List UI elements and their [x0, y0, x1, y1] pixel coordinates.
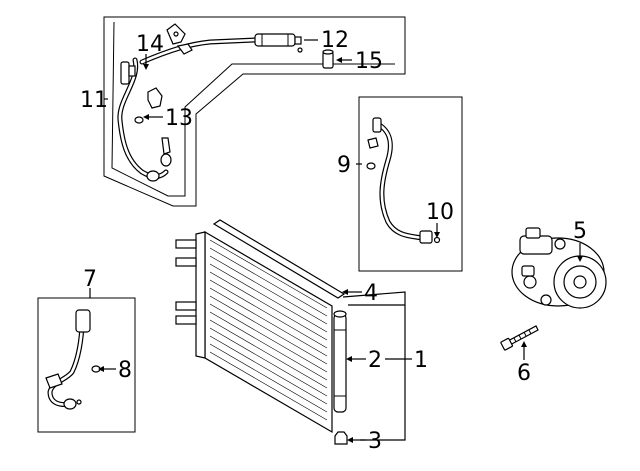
- discharge-hose-9[interactable]: [375, 121, 425, 241]
- callout-15[interactable]: 15: [355, 49, 383, 74]
- callout-13[interactable]: 13: [165, 106, 193, 131]
- discharge-group-frame: [358, 96, 463, 272]
- suction-line-muffler: [254, 33, 296, 47]
- callout-14[interactable]: 14: [136, 32, 164, 57]
- callout-11[interactable]: 11: [80, 88, 108, 113]
- seal-strip-4[interactable]: [212, 219, 346, 299]
- callout-labels: 1 2 3 4 5 6 7 8 9 10 11 12 13 14 15: [80, 28, 587, 454]
- hose-fitting-upper: [120, 61, 130, 85]
- callout-4[interactable]: 4: [364, 281, 378, 306]
- callout-1[interactable]: 1: [414, 348, 428, 373]
- liquid-line-group: [37, 297, 136, 433]
- drier-plug-3[interactable]: [334, 431, 348, 445]
- suction-group-frame-inner: [111, 21, 395, 197]
- o-ring-13[interactable]: [134, 116, 144, 124]
- condenser-group: [175, 219, 348, 445]
- suction-group-frame: [103, 16, 406, 207]
- mount-bracket: [175, 239, 197, 249]
- bolt-6[interactable]: [500, 325, 539, 351]
- callout-6[interactable]: 6: [517, 361, 531, 386]
- liquid-line-frame: [37, 297, 136, 433]
- callout-9[interactable]: 9: [337, 153, 351, 178]
- callout-10[interactable]: 10: [426, 200, 454, 225]
- discharge-hose-group: [358, 96, 463, 272]
- fitting-clamp: [147, 87, 163, 109]
- suction-hose-group: [103, 16, 406, 207]
- callout-5[interactable]: 5: [573, 219, 587, 244]
- receiver-drier-2[interactable]: [333, 313, 347, 413]
- callout-8[interactable]: 8: [118, 358, 132, 383]
- leader-lines: [89, 39, 583, 443]
- compressor-group: [511, 227, 607, 309]
- callout-3[interactable]: 3: [368, 429, 382, 454]
- condenser-fins: [209, 239, 328, 421]
- callout-2[interactable]: 2: [368, 348, 382, 373]
- o-ring-10[interactable]: [433, 236, 441, 244]
- callout-7[interactable]: 7: [83, 267, 97, 292]
- callout-12[interactable]: 12: [321, 28, 349, 53]
